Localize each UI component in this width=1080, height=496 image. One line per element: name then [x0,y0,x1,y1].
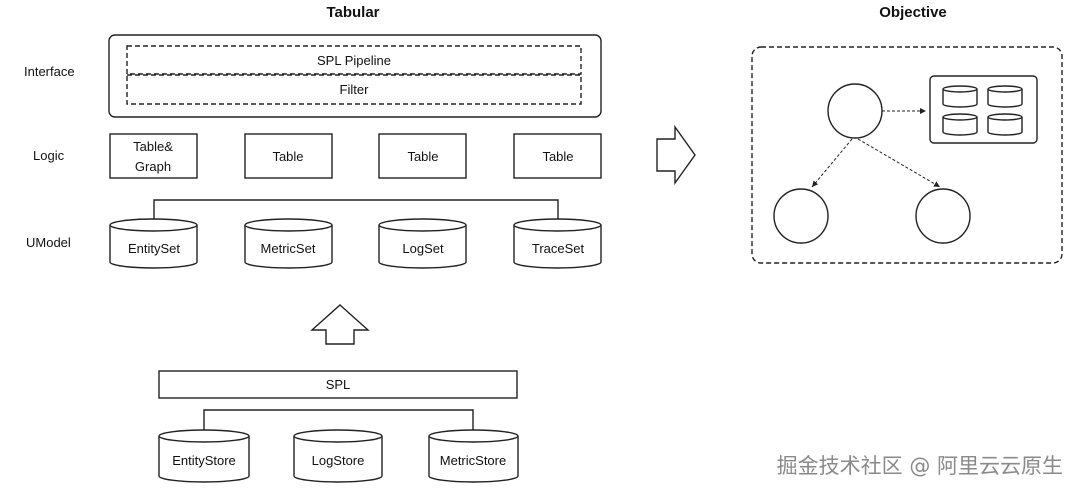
cylinder-label: MetricStore [440,453,506,468]
row-label-umodel: UModel [26,235,71,250]
logic-box-table-1: Table [244,133,333,179]
cylinder-label: TraceSet [532,241,585,256]
logic-box-table-graph: Table& Graph [109,133,198,179]
edge-root-left [811,138,853,188]
storage-box [929,75,1038,144]
cylinder-label: MetricSet [261,241,316,256]
cylinder-metricstore: MetricStore [428,429,519,483]
up-arrow-icon [310,304,370,345]
umodel-connector [153,199,559,220]
spl-label: SPL [326,377,351,392]
logic-box-label: Table [272,149,303,164]
cylinder-label: EntitySet [128,241,180,256]
graph-node-left [773,188,829,244]
graph-node-right [915,188,971,244]
interface-block: SPL Pipeline Filter [108,34,602,118]
edge-root-right [857,138,941,188]
spl-bar: SPL [158,370,518,399]
spl-pipeline-box [126,45,582,75]
mini-cylinder-icon [942,85,978,108]
mini-cylinder-icon [987,113,1023,136]
stores-connector [203,409,474,430]
graph-node-root [827,83,883,139]
cylinder-label: LogSet [402,241,444,256]
logic-box-label-line2: Graph [135,159,171,174]
mini-cylinder-icon [987,85,1023,108]
cylinder-traceset: TraceSet [513,218,602,269]
cylinder-entityset: EntitySet [109,218,198,269]
right-arrow-icon [656,124,696,186]
filter-box [126,74,582,105]
objective-title: Objective [879,4,947,21]
watermark: 掘金技术社区 @ 阿里云云原生 [777,454,1063,478]
tabular-title: Tabular [326,4,379,21]
cylinder-entitystore: EntityStore [158,429,250,483]
spl-pipeline-label: SPL Pipeline [317,53,391,68]
objective-container [751,46,1063,264]
cylinder-metricset: MetricSet [244,218,333,269]
row-label-logic: Logic [33,148,65,163]
cylinder-logstore: LogStore [293,429,383,483]
logic-box-label-line1: Table& [133,139,173,154]
cylinder-logset: LogSet [378,218,467,269]
row-label-interface: Interface [24,64,75,79]
logic-box-label: Table [542,149,573,164]
cylinder-label: EntityStore [172,453,236,468]
logic-box-table-3: Table [513,133,602,179]
mini-cylinder-icon [942,113,978,136]
cylinder-label: LogStore [312,453,365,468]
filter-label: Filter [340,82,370,97]
logic-box-table-2: Table [378,133,467,179]
logic-box-label: Table [407,149,438,164]
